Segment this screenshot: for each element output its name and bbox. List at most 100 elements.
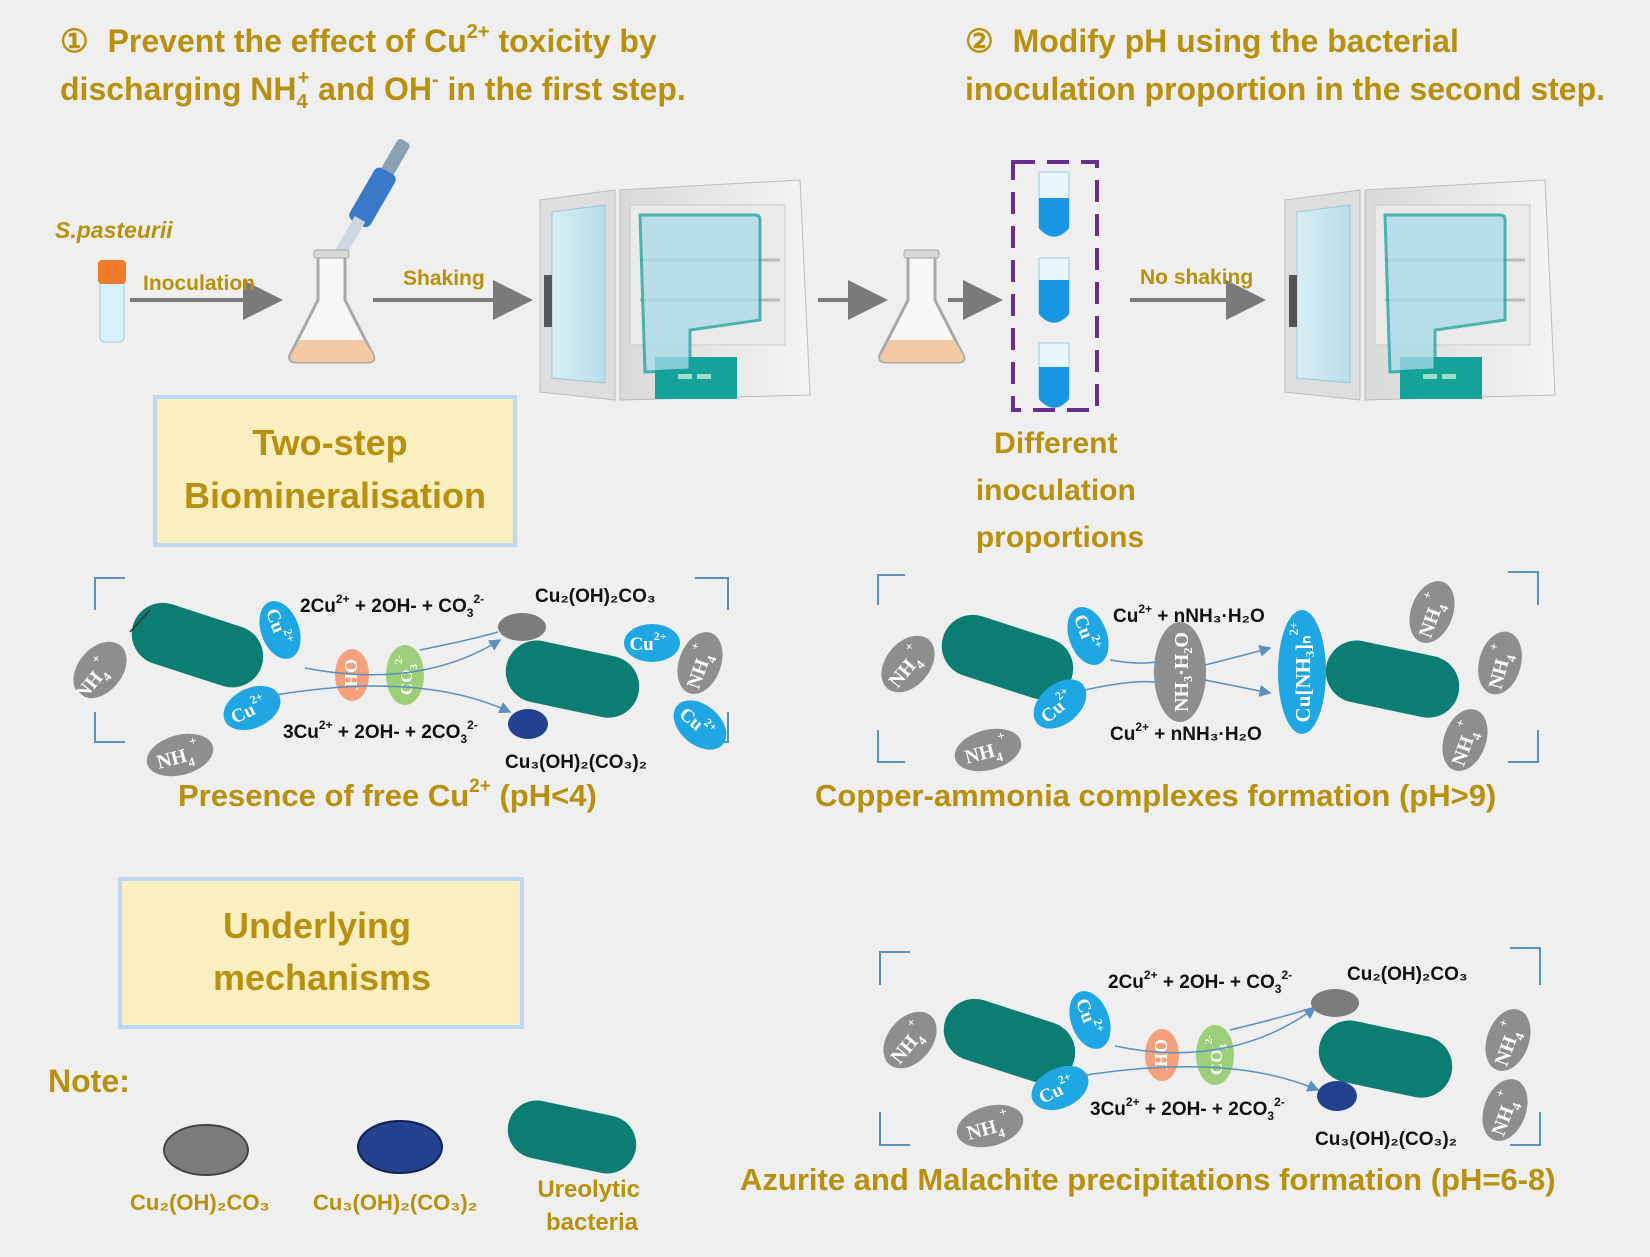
panel-copper-ammonia: NH4+ NH4+ NH4+ NH4+ NH4+ Cu2+ Cu2+ NH₃· [815, 571, 1539, 813]
nh4-ion: NH4+ [71, 641, 127, 704]
panel-azurite-malachite: NH4+ NH4+ NH4+ NH4+ Cu2+ Cu2+ OH- CO32- [740, 947, 1556, 1197]
nh4-sub: 4 [703, 653, 719, 665]
cu-ion: Cu2+ [223, 685, 281, 731]
bacterium-6 [1318, 1020, 1453, 1098]
legend-azurite-label: Cu₃(OH)₂(CO₃)₂ [313, 1190, 478, 1215]
svg-text:discharging NH4+ and OH- in th: discharging NH4+ and OH- in the first st… [60, 67, 686, 113]
underlying-line2: mechanisms [213, 957, 431, 998]
note-title: Note: [48, 1063, 130, 1099]
svg-text:OH-: OH- [1151, 1039, 1175, 1071]
cu-ion: Cu2+ [1031, 1065, 1089, 1111]
panel1-caption: Presence of free Cu2+ (pH<4) [178, 776, 597, 813]
step1-line2c: in the first step. [439, 71, 686, 107]
panel-free-copper: NH4+ NH4+ NH4+ Cu2+ Cu2+ Cu2+ Cu2+ [71, 577, 729, 813]
incubator-icon-2 [1284, 179, 1556, 401]
svg-text:② Modify pH using the ba: ② Modify pH using the bacterial [965, 23, 1459, 59]
nh4-sub: 4 [186, 754, 197, 770]
cu-sup: 2+ [654, 629, 667, 643]
nh4-ion: NH4+ [1482, 1079, 1528, 1141]
inoculation-label: Inoculation [143, 272, 255, 295]
nh4-ion: NH4+ [954, 727, 1022, 772]
proportions-line-1: Different [994, 427, 1117, 460]
nh4-ion: NH4+ [1442, 709, 1488, 771]
panel3-equation-bottom: 3Cu2+ + 2OH- + 2CO32- [1090, 1095, 1285, 1123]
nh4-ion: NH4+ [1478, 631, 1522, 695]
step1-line1: Prevent the effect of Cu [108, 23, 467, 59]
cu-ion: Cu2+ [1033, 679, 1087, 729]
nh4-ion: NH4+ [1485, 1009, 1531, 1071]
step2-heading: ② Modify pH using the bacterial inoculat… [965, 23, 1605, 107]
nh4-ion: NH4+ [881, 635, 935, 693]
flask-icon-1 [288, 249, 376, 364]
svg-text:CO32-: CO32- [1203, 1035, 1230, 1076]
cu-ion: Cu2+ [1067, 607, 1109, 665]
panel1-bracket [94, 577, 729, 743]
test-tube-icon-3 [1038, 342, 1070, 408]
step1-line2b: and OH [309, 71, 432, 107]
flask-icon-2 [878, 249, 966, 364]
step2-line1: Modify pH using the bacterial [1013, 23, 1459, 59]
svg-text:Underlying mechanisms: Underlying mechanisms [213, 905, 431, 998]
nh4-ion: NH4+ [1409, 581, 1455, 643]
different-proportions-label: Different inoculation proportions [976, 427, 1144, 554]
bacterium-2 [505, 640, 640, 718]
co3-sub: 3 [408, 664, 420, 670]
copper-ammonia-complex: Cu[NH₃]ₙ2+ [1278, 610, 1326, 734]
co3-label: CO [397, 670, 416, 696]
panel1-equation-bottom: 3Cu2+ + 2OH- + 2CO32- [283, 718, 478, 746]
proportions-line-2: inoculation [976, 474, 1136, 507]
bacterium-1 [131, 602, 264, 688]
bacterium-3 [941, 614, 1074, 700]
underlying-line1: Underlying [223, 905, 411, 946]
organism-label: S.pasteurii [55, 217, 173, 243]
two-step-line1: Two-step [252, 422, 407, 463]
complex-sup: 2+ [1286, 622, 1301, 636]
legend: Note: Cu₂(OH)₂CO₃ Cu₃(OH)₂(CO₃)₂ Ureolyt… [48, 1063, 646, 1236]
inoculation-group-frame [1011, 160, 1099, 412]
culture-tube-icon [98, 260, 126, 343]
step2-circle: ② [965, 23, 994, 59]
cu-label: Cu [629, 634, 654, 655]
panel2-caption: Copper-ammonia complexes formation (pH>9… [815, 778, 1496, 813]
oh-sup: - [351, 687, 365, 691]
legend-bacteria-label: Ureolytic bacteria [537, 1176, 646, 1236]
pipette-icon [324, 139, 410, 281]
step1-heading: ① Prevent the effect of Cu2+ toxicity by… [60, 21, 686, 113]
svg-text:Cu[NH₃]ₙ2+: Cu[NH₃]ₙ2+ [1286, 622, 1315, 723]
two-step-line2: Biomineralisation [184, 475, 486, 516]
legend-malachite-swatch [163, 1124, 249, 1176]
step1-line2-sup: + [298, 67, 310, 89]
test-tube-icon-1 [1038, 171, 1070, 237]
panel1-product-malachite: Cu₂(OH)₂CO₃ [535, 586, 656, 607]
two-step-box: Two-step Biomineralisation [153, 395, 517, 547]
azurite-particle [1317, 1081, 1357, 1111]
underlying-box: Underlying mechanisms [118, 877, 524, 1029]
cu-ion: Cu2+ [1069, 991, 1111, 1049]
co3-ion: CO32- [1196, 1025, 1234, 1085]
panel3-equation-top: 2Cu2+ + 2OH- + CO32- [1108, 968, 1292, 996]
no-shaking-label: No shaking [1140, 266, 1253, 289]
panel3-caption: Azurite and Malachite precipitations for… [740, 1162, 1556, 1197]
panel2-bracket [877, 571, 1539, 763]
svg-text:① Prevent the effect of: ① Prevent the effect of Cu2+ toxicity by [60, 21, 657, 59]
step1-line2a: discharging NH [60, 71, 296, 107]
panel1-equation-top: 2Cu2+ + 2OH- + CO32- [300, 592, 484, 620]
panel3-product-malachite: Cu₂(OH)₂CO₃ [1347, 964, 1468, 985]
step1-circle: ① [60, 23, 89, 59]
co3-ion: CO32- [386, 645, 424, 705]
oh-label: OH [341, 659, 361, 687]
nh4-sup: + [187, 732, 198, 748]
shaking-label: Shaking [403, 267, 485, 290]
svg-text:CO32-: CO32- [393, 655, 420, 696]
step1-line1-end: toxicity by [490, 23, 657, 59]
svg-text:Two-step Biomineralisati: Two-step Biomineralisation [184, 422, 486, 516]
co3-sup: 2- [393, 655, 405, 665]
ammonia-label: NH₃·H₂O [1171, 632, 1193, 712]
svg-text:Cu2+: Cu2+ [629, 629, 666, 655]
panel3-bracket [879, 947, 1541, 1146]
ammonia-molecule: NH₃·H₂O [1154, 622, 1206, 722]
malachite-particle [498, 613, 546, 641]
test-tube-icon-2 [1038, 257, 1070, 323]
step1-line2-sub: 4 [296, 91, 308, 113]
